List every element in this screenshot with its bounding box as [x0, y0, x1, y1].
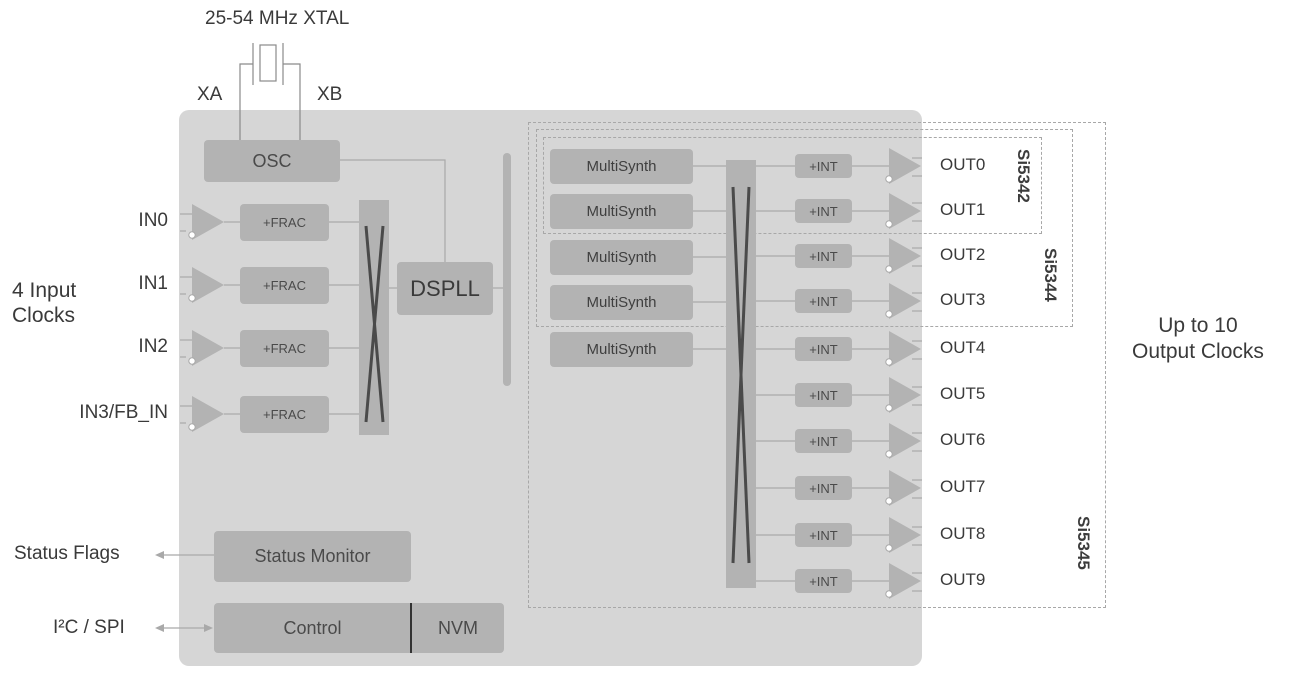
int-divider-block: +INT — [795, 199, 852, 223]
int-divider-label: +INT — [809, 293, 838, 309]
output-label: OUT8 — [940, 524, 986, 543]
output-label: OUT4 — [940, 338, 986, 357]
pll-output-bus — [503, 153, 511, 386]
multisynth-label: MultiSynth — [586, 294, 657, 311]
output-buffer-icon — [885, 283, 921, 319]
output-label: OUT2 — [940, 245, 986, 264]
int-divider-label: +INT — [809, 248, 838, 264]
variant-box-si5345 — [528, 122, 1106, 608]
frac-divider-block: +FRAC — [240, 267, 329, 304]
output-group-label: Up to 10 Output Clocks — [1132, 313, 1264, 365]
multisynth-block: MultiSynth — [550, 194, 693, 229]
int-divider-label: +INT — [809, 203, 838, 219]
dspll-block: DSPLL — [397, 262, 493, 315]
xa-pin-label: XA — [197, 84, 223, 105]
output-buffer-icon — [885, 148, 921, 184]
output-label: OUT7 — [940, 477, 986, 496]
input-label: IN2 — [138, 336, 168, 357]
output-label: OUT5 — [940, 384, 986, 403]
int-divider-label: +INT — [809, 527, 838, 543]
control-label: Control — [283, 617, 342, 638]
int-divider-block: +INT — [795, 569, 852, 593]
crystal-label: 25-54 MHz XTAL — [205, 8, 350, 29]
output-buffer-icon — [885, 238, 921, 274]
output-label: OUT0 — [940, 155, 986, 174]
multisynth-block: MultiSynth — [550, 240, 693, 275]
input-buffer-icon — [188, 204, 224, 240]
frac-divider-block: +FRAC — [240, 204, 329, 241]
output-label: OUT6 — [940, 430, 986, 449]
int-divider-label: +INT — [809, 341, 838, 357]
output-group-line-1: Up to 10 — [1158, 314, 1238, 337]
output-buffer-icon — [885, 331, 921, 367]
output-buffer-icon — [885, 377, 921, 413]
frac-divider-label: +FRAC — [263, 278, 306, 293]
int-divider-block: +INT — [795, 429, 852, 453]
int-divider-label: +INT — [809, 387, 838, 403]
multisynth-block: MultiSynth — [550, 285, 693, 320]
output-crossbar-lines — [731, 186, 751, 564]
status-monitor-block: Status Monitor — [214, 531, 411, 582]
input-buffer-icon — [188, 267, 224, 303]
multisynth-label: MultiSynth — [586, 341, 657, 358]
variant-label-si5342: Si5342 — [1014, 149, 1033, 203]
frac-divider-block: +FRAC — [240, 330, 329, 367]
variant-box-si5342 — [543, 137, 1042, 234]
input-crossbar-lines — [364, 225, 385, 423]
output-buffer-icon — [885, 193, 921, 229]
interface-label: I²C / SPI — [53, 617, 125, 638]
int-divider-label: +INT — [809, 158, 838, 174]
osc-label: OSC — [252, 150, 292, 171]
nvm-label: NVM — [438, 617, 478, 638]
int-divider-block: +INT — [795, 383, 852, 407]
variant-label-si5345: Si5345 — [1074, 516, 1093, 570]
input-buffer-icon — [188, 330, 224, 366]
xb-pin-label: XB — [317, 84, 343, 105]
control-block: Control — [214, 603, 411, 653]
output-group-line-2: Output Clocks — [1132, 340, 1264, 363]
int-divider-block: +INT — [795, 523, 852, 547]
osc-block: OSC — [204, 140, 340, 182]
output-buffer-icon — [885, 517, 921, 553]
frac-divider-label: +FRAC — [263, 215, 306, 230]
input-group-line-1: 4 Input — [12, 279, 77, 302]
variant-box-si5344 — [536, 129, 1073, 327]
output-buffer-icon — [885, 423, 921, 459]
int-divider-block: +INT — [795, 476, 852, 500]
frac-divider-label: +FRAC — [263, 407, 306, 422]
input-label: IN3/FB_IN — [79, 402, 168, 423]
output-buffer-icon — [885, 470, 921, 506]
variant-label-si5344: Si5344 — [1041, 248, 1060, 302]
input-group-line-2: Clocks — [12, 304, 76, 327]
int-divider-label: +INT — [809, 433, 838, 449]
multisynth-label: MultiSynth — [586, 203, 657, 220]
int-divider-label: +INT — [809, 480, 838, 496]
status-monitor-label: Status Monitor — [254, 546, 371, 566]
status-flags-label: Status Flags — [14, 543, 120, 564]
int-divider-label: +INT — [809, 573, 838, 589]
int-divider-block: +INT — [795, 337, 852, 361]
int-divider-block: +INT — [795, 154, 852, 178]
multisynth-label: MultiSynth — [586, 249, 657, 266]
input-label: IN0 — [138, 210, 168, 231]
frac-divider-label: +FRAC — [263, 341, 306, 356]
output-label: OUT9 — [940, 570, 986, 589]
output-label: OUT3 — [940, 290, 986, 309]
nvm-block: NVM — [412, 603, 504, 653]
multisynth-block: MultiSynth — [550, 149, 693, 184]
output-label: OUT1 — [940, 200, 986, 219]
multisynth-block: MultiSynth — [550, 332, 693, 367]
control-nvm-divider — [410, 603, 412, 653]
int-divider-block: +INT — [795, 244, 852, 268]
frac-divider-block: +FRAC — [240, 396, 329, 433]
output-buffer-icon — [885, 563, 921, 599]
input-label: IN1 — [138, 273, 168, 294]
input-buffer-icon — [188, 396, 224, 432]
multisynth-label: MultiSynth — [586, 158, 657, 175]
dspll-label: DSPLL — [410, 275, 480, 301]
int-divider-block: +INT — [795, 289, 852, 313]
input-group-label: 4 Input Clocks — [12, 278, 76, 328]
